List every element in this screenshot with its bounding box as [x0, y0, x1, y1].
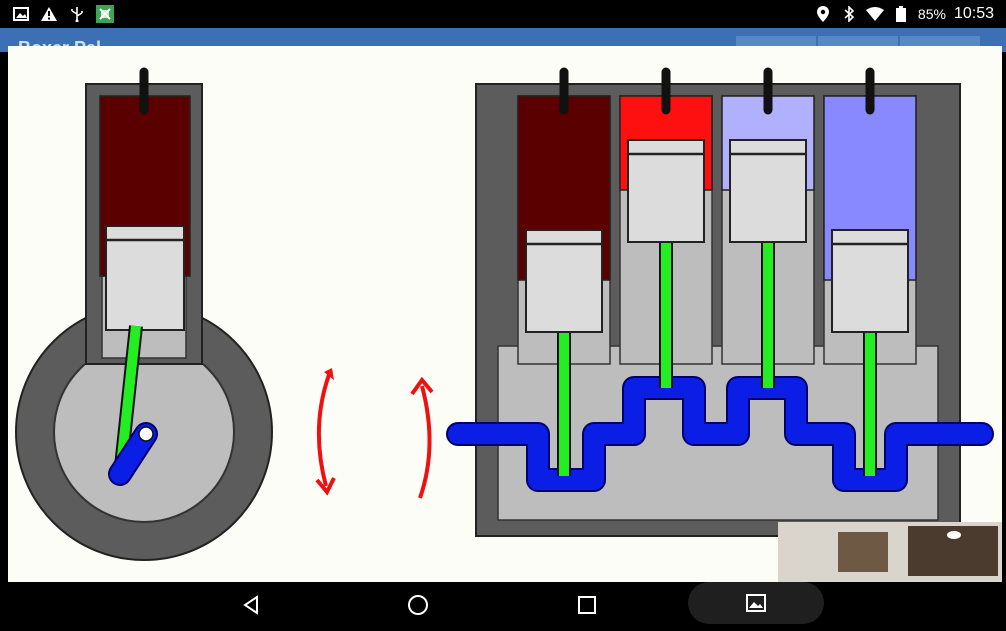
piston-1	[525, 229, 603, 333]
piston	[105, 225, 185, 331]
location-icon	[814, 5, 832, 23]
engine-diagram	[15, 67, 1002, 582]
usb-icon	[68, 5, 86, 23]
warning-icon	[40, 5, 58, 23]
home-icon	[408, 594, 428, 615]
back-button[interactable]	[221, 582, 281, 627]
wifi-icon	[865, 5, 884, 23]
rotation-arrows	[315, 368, 434, 499]
home-button[interactable]	[388, 582, 448, 627]
video-player[interactable]	[8, 46, 1002, 582]
four-cylinder-engine	[446, 67, 994, 537]
gallery-button[interactable]	[742, 590, 770, 616]
video-thumbnail-overlay	[778, 522, 1002, 582]
status-right-icons: 85% 10:53	[814, 5, 994, 23]
image-icon	[12, 5, 30, 23]
gallery-icon	[746, 594, 766, 612]
piston-3	[729, 139, 807, 243]
status-left-icons	[12, 5, 114, 23]
battery-percent: 85%	[917, 6, 946, 22]
battery-icon	[892, 5, 910, 23]
app-icon	[96, 5, 114, 23]
back-icon	[243, 594, 258, 615]
navigation-bar	[0, 582, 1006, 631]
crank-throw	[110, 424, 156, 484]
floating-pill[interactable]	[688, 582, 824, 624]
recents-button[interactable]	[557, 582, 617, 627]
single-cylinder-engine	[15, 67, 273, 561]
recents-icon	[578, 595, 596, 614]
clock: 10:53	[953, 5, 994, 22]
piston-2	[627, 139, 705, 243]
bluetooth-icon	[840, 5, 858, 23]
status-bar: 85% 10:53	[0, 0, 1006, 28]
crankshaft	[448, 378, 992, 490]
piston-4	[831, 229, 909, 333]
